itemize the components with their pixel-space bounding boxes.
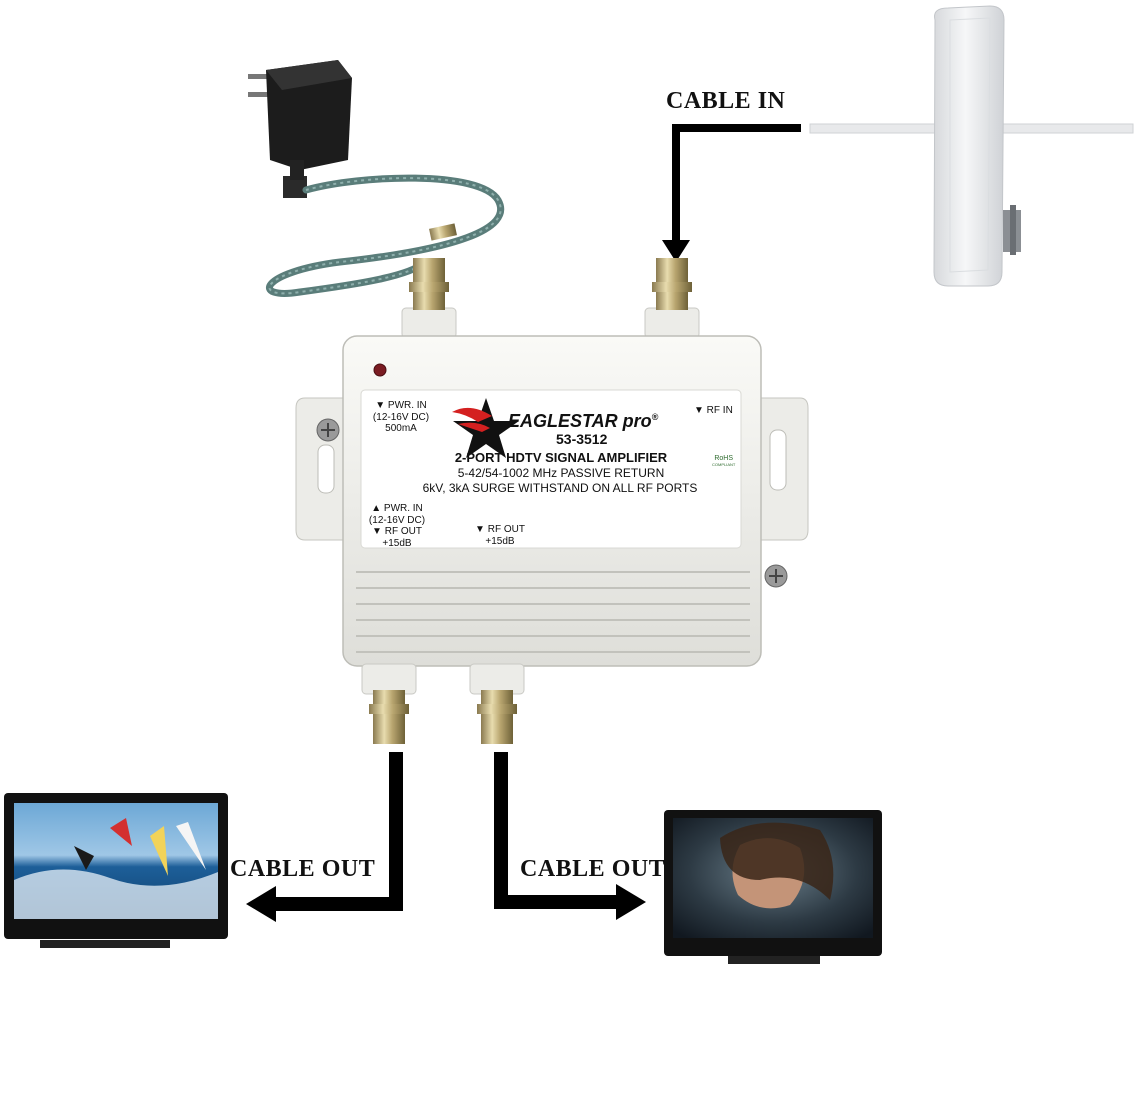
rf-out-2-label: ▼ RF OUT +15dB — [475, 524, 525, 547]
brand-name: EAGLESTAR pro® — [508, 411, 659, 431]
amplifier-icon — [295, 258, 809, 744]
surge-line: 6kV, 3kA SURGE WITHSTAND ON ALL RF PORTS — [422, 481, 698, 495]
cable-out-right-label: CABLE OUT — [520, 856, 666, 882]
tv-left-icon — [4, 793, 228, 948]
antenna-icon — [809, 5, 1134, 287]
rf-in-label: ▼ RF IN — [694, 405, 733, 416]
cable-in-arrow — [672, 124, 801, 248]
pwr-rf-out-1-label: ▲ PWR. IN (12-16V DC) ▼ RF OUT +15dB — [368, 503, 426, 549]
cable-out-right-arrow — [494, 752, 622, 909]
tv-right-icon — [664, 810, 882, 964]
pwr-in-top-label: ▼ PWR. IN (12-16V DC) 500mA — [372, 400, 430, 434]
cable-out-left-label: CABLE OUT — [230, 856, 376, 882]
frequency-line: 5-42/54-1002 MHz PASSIVE RETURN — [457, 466, 665, 480]
cable-out-left-arrow — [270, 752, 403, 911]
model-number: 53-3512 — [556, 431, 608, 447]
product-title: 2-PORT HDTV SIGNAL AMPLIFIER — [454, 450, 668, 465]
cable-in-label: CABLE IN — [666, 88, 786, 114]
rohs-badge: RoHS COMPLIANT — [712, 455, 736, 468]
eagle-star-logo-icon — [452, 398, 519, 458]
power-adapter-icon — [248, 60, 352, 198]
